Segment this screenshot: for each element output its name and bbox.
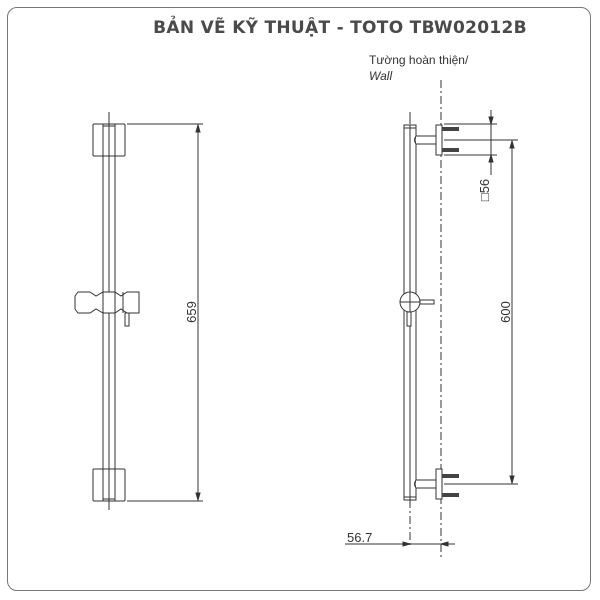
dim-total-length: 659 (184, 301, 199, 323)
side-view (345, 80, 518, 560)
drawing-frame (7, 7, 591, 591)
wall-label-en: Wall (369, 69, 393, 83)
front-view (74, 112, 203, 510)
wall-label-vi: Tường hoàn thiện/ (369, 53, 469, 67)
shower-holder (74, 291, 140, 314)
holder-knob (124, 312, 130, 327)
page-title: BẢN VẼ KỸ THUẬT - TOTO TBW02012B (153, 18, 527, 38)
dim-wall-offset: 56.7 (347, 530, 372, 545)
dim-bracket-spacing: 600 (498, 301, 513, 323)
dim-bracket-size: □56 (477, 179, 492, 201)
wall-label: Tường hoàn thiện/ Wall (369, 52, 468, 84)
